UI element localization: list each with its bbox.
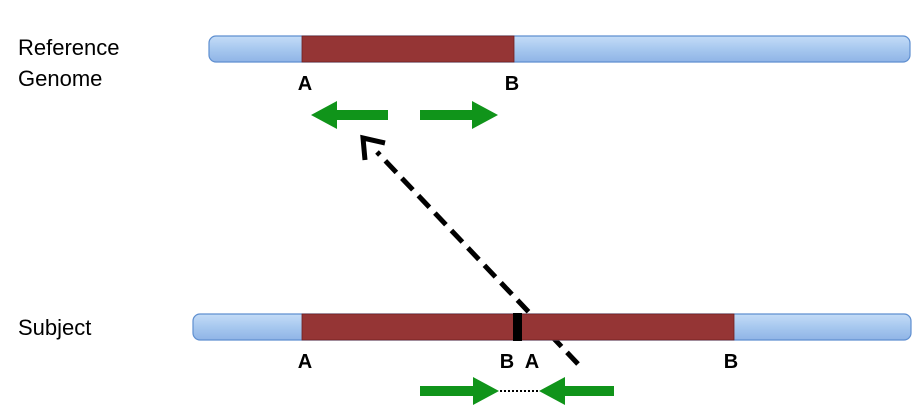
- subject-breakpoint-a: A: [298, 351, 312, 373]
- junction-marker: [513, 313, 522, 341]
- reference-label-line2: Genome: [18, 66, 102, 91]
- green-arrow-left-icon: [311, 101, 388, 129]
- green-arrow-left-icon: [539, 377, 614, 405]
- reference-label-line1: Reference: [18, 35, 120, 60]
- subject-breakpoint-b: B: [724, 351, 738, 373]
- reference-segment-ab: [301, 35, 515, 63]
- subject-junction-b: B: [500, 351, 514, 373]
- reference-track: Reference Genome A B: [18, 35, 911, 129]
- reference-breakpoint-a: A: [298, 73, 312, 95]
- reference-breakpoint-b: B: [505, 73, 519, 95]
- green-arrow-right-icon: [420, 101, 498, 129]
- subject-junction-a: A: [525, 351, 539, 373]
- subject-label: Subject: [18, 315, 91, 340]
- subject-track: Subject A B A B: [18, 313, 912, 405]
- green-arrow-right-icon: [420, 377, 499, 405]
